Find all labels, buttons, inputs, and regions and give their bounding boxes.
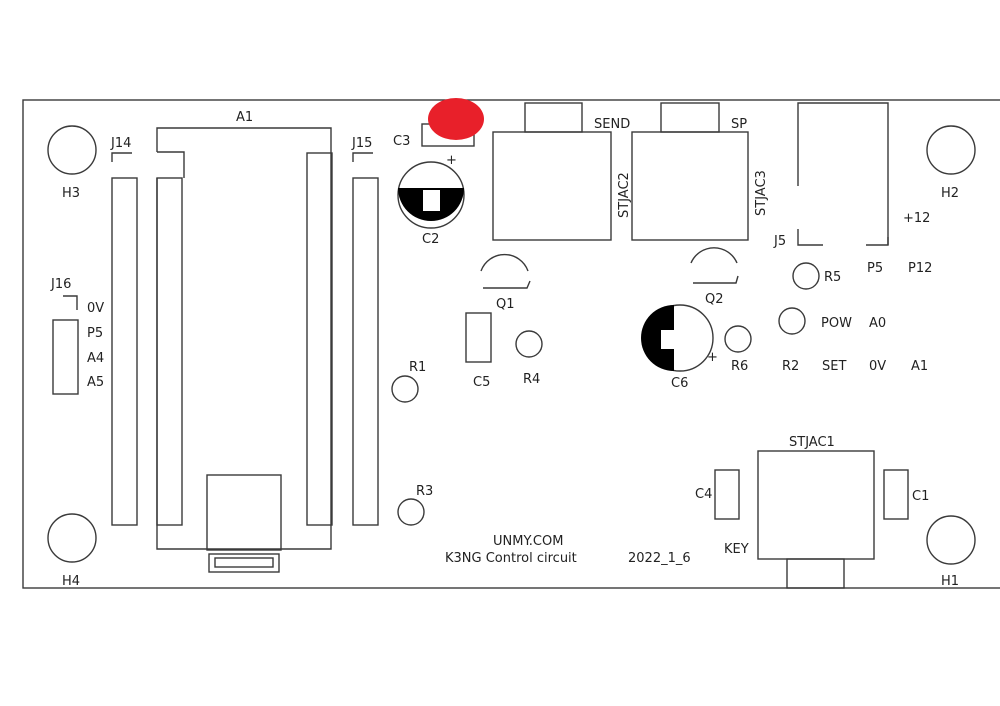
j16-pin-p5: P5 [87,326,103,341]
q2-flat [693,275,739,284]
j16-pin1-mark [63,295,78,310]
header-j16 [52,319,79,395]
resistor-r3 [397,498,425,526]
jack-stjac2-body [492,131,612,241]
module-a1-usb-port [208,553,280,573]
header-j14 [111,177,138,526]
capacitor-c1 [883,469,909,520]
j5-pin1-mark [866,237,889,246]
q2-label: Q2 [705,292,724,307]
jack-stjac2-plug [524,102,583,133]
j15-pin1-mark [352,152,373,162]
board-outline [22,99,1000,589]
mount-hole-h4 [47,513,97,563]
j16-pin-a4: A4 [87,351,104,366]
module-a1-pin1-mark [157,151,185,178]
c6-pad [661,330,677,349]
footer-date: 2022_1_6 [628,551,691,566]
pow-label: POW [821,316,852,331]
r6-label: R6 [731,359,748,374]
r1-label: R1 [409,360,426,375]
mount-hole-h2 [926,125,976,175]
resistor-r5 [792,262,820,290]
resistor-r1 [391,375,419,403]
0v-label: 0V [869,359,886,374]
h4-label: H4 [62,574,80,589]
stjac2-label: STJAC2 [617,172,632,218]
j14-label: J14 [110,136,131,151]
mount-hole-h3 [47,125,97,175]
module-a1-right-pins [306,152,333,526]
h2-label: H2 [941,186,959,201]
c2-label: C2 [422,232,439,247]
q1-flat [483,280,531,289]
sp-label: SP [731,117,747,132]
module-a1-left-pins [156,177,183,526]
c2-plus: + [446,153,457,168]
p12-label: P12 [908,261,932,276]
stjac3-label: STJAC3 [754,170,769,216]
jack-stjac3-plug [660,102,720,133]
c6-polarity-fill [641,305,674,371]
c1-label: C1 [912,489,929,504]
c2-pad [423,190,440,211]
a1-pin-label: A1 [911,359,928,374]
j15-label: J15 [351,136,372,151]
c5-label: C5 [473,375,490,390]
module-a1-outline [156,127,332,550]
footer-website: UNMY.COM [493,534,563,549]
q1-label: Q1 [496,297,515,312]
transistor-q1 [480,253,529,272]
capacitor-c2 [397,161,465,229]
c4-label: C4 [695,487,712,502]
j16-pin-a5: A5 [87,375,104,390]
j16-pin-0v: 0V [87,301,104,316]
jack-stjac1-plug [786,558,845,589]
transistor-q2 [690,247,738,264]
set-label: SET [822,359,846,374]
h1-label: H1 [941,574,959,589]
send-label: SEND [594,117,630,132]
p5-label: P5 [867,261,883,276]
capacitor-c5 [465,312,492,363]
r2-label: R2 [782,359,799,374]
plus12-label: +12 [903,211,930,226]
j14-pin1-mark [111,152,132,162]
c3-label: C3 [393,134,410,149]
r3-label: R3 [416,484,433,499]
jack-stjac3-body [631,131,749,241]
c6-plus: + [707,350,718,365]
capacitor-c4 [714,469,740,520]
jack-stjac1-body [757,450,875,560]
connector-j5 [797,102,889,245]
stjac1-label: STJAC1 [789,435,835,450]
r5-label: R5 [824,270,841,285]
a0-label: A0 [869,316,886,331]
h3-label: H3 [62,186,80,201]
a1-label: A1 [236,110,253,125]
module-a1-usb-body [206,474,282,551]
r4-label: R4 [523,372,540,387]
footer-title: K3NG Control circuit [445,551,577,566]
module-a1-usb-slot [214,557,274,568]
mount-hole-h1 [926,515,976,565]
header-j15 [352,177,379,526]
j16-label: J16 [50,277,71,292]
resistor-r6 [724,325,752,353]
resistor-r2 [778,307,806,335]
red-marker [428,98,484,140]
j5-lower-left [797,229,823,246]
j5-label: J5 [773,234,786,249]
key-label: KEY [724,542,749,557]
c6-label: C6 [671,376,688,391]
resistor-r4 [515,330,543,358]
